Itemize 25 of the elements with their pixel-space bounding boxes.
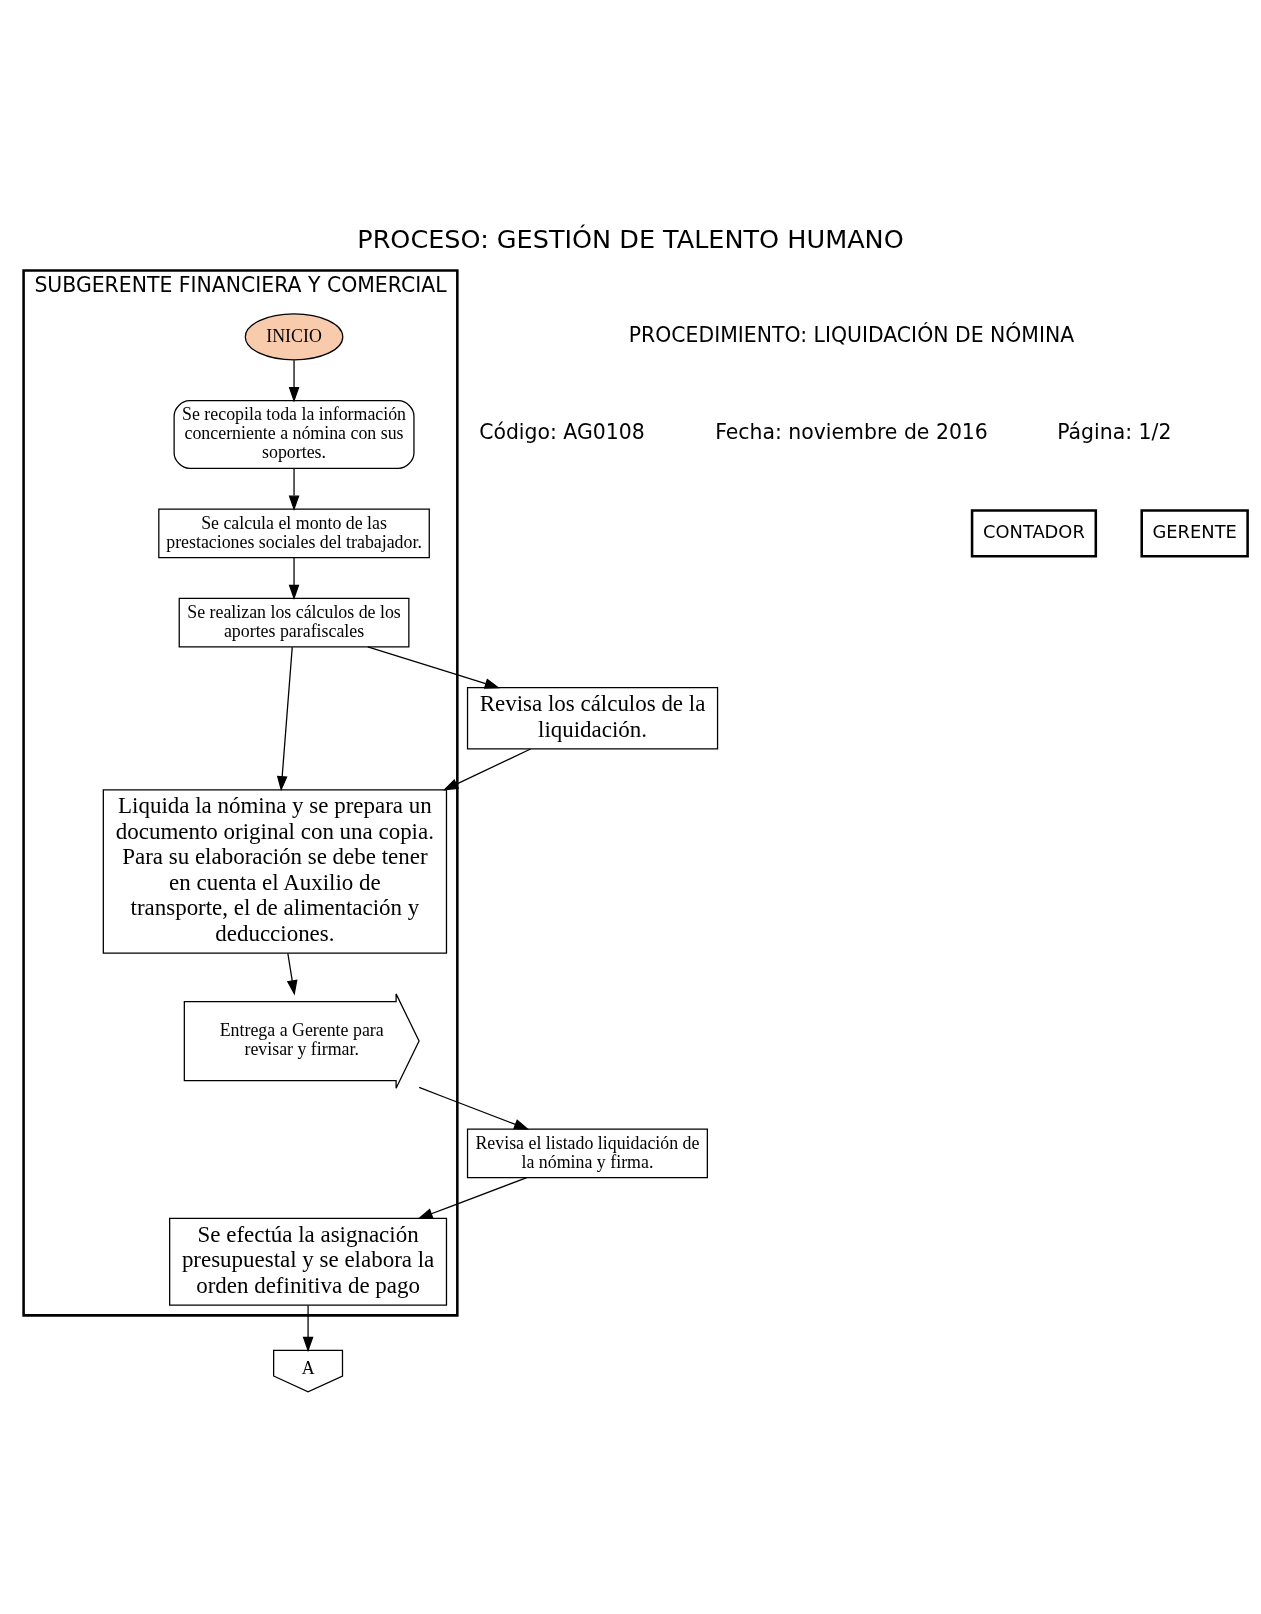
arrow bbox=[302, 1304, 314, 1353]
node-box: Revisa el listado liquidación de la nómina y firma. bbox=[466, 1128, 708, 1179]
node-box: Liquida la nómina y se prepara un documento original con una copia. Para su elaboración se debe tener en cuenta el Auxilio de transporte, el de alimentación y deducciones. bbox=[102, 789, 448, 954]
arrow bbox=[417, 1176, 528, 1220]
label: Fecha: noviembre de 2016 bbox=[715, 420, 988, 445]
arrow bbox=[418, 1086, 530, 1130]
label: PROCEDIMIENTO: LIQUIDACIÓN DE NÓMINA bbox=[628, 322, 1075, 347]
arrow bbox=[276, 646, 293, 792]
diagram-title: PROCESO: GESTIÓN DE TALENTO HUMANO bbox=[357, 223, 904, 254]
arrow bbox=[286, 952, 298, 996]
arrow bbox=[367, 646, 500, 689]
arrow bbox=[288, 557, 300, 600]
node-box: Se efectúa la asignación presupuestal y se elabora la orden definitiva de pago bbox=[169, 1217, 448, 1306]
node-box: Se calcula el monto de las prestaciones sociales del trabajador. bbox=[158, 508, 430, 559]
node-box: Revisa los cálculos de la liquidación. bbox=[466, 687, 719, 750]
node-box: Se recopila toda la información concerniente a nómina con sus soportes. bbox=[173, 400, 415, 469]
arrow bbox=[442, 748, 532, 791]
node-box: Se realizan los cálculos de los aportes parafiscales bbox=[178, 597, 410, 648]
node-box: CONTADOR bbox=[970, 509, 1098, 558]
label: Página: 1/2 bbox=[1057, 420, 1172, 445]
node-box: GERENTE bbox=[1140, 509, 1249, 558]
label: Código: AG0108 bbox=[479, 420, 645, 445]
arrow bbox=[288, 467, 300, 511]
node-ellipse: INICIO bbox=[244, 313, 344, 361]
arrow bbox=[288, 359, 300, 403]
